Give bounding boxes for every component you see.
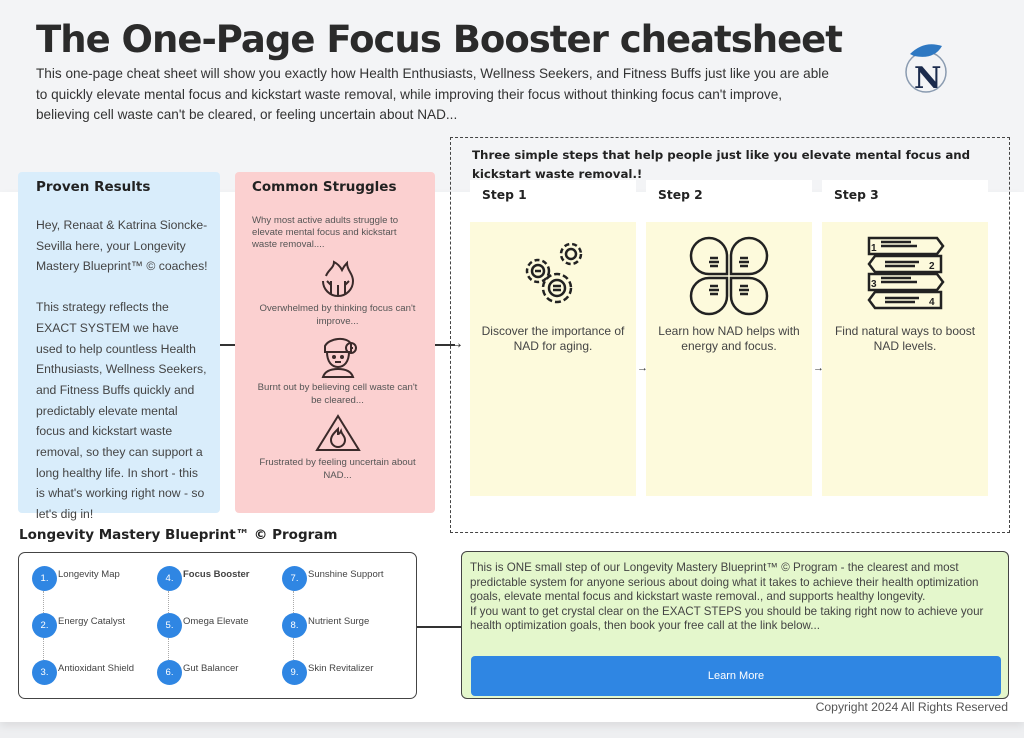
proven-results-card: Proven Results Hey, Renaat & Katrina Sio… xyxy=(18,172,220,521)
proven-results-title: Proven Results xyxy=(36,179,151,195)
cta-text-2: If you want to get crystal clear on the … xyxy=(470,604,984,633)
four-leaf-icon xyxy=(689,236,769,316)
program-item-current[interactable]: 4.Focus Booster xyxy=(157,566,250,591)
step-description: Learn how NAD helps with energy and focu… xyxy=(658,324,800,353)
program-item[interactable]: 9.Skin Revitalizer xyxy=(282,660,373,685)
intro-text: This one-page cheat sheet will show you … xyxy=(36,66,829,122)
burning-forest-icon xyxy=(321,260,354,297)
connector-line xyxy=(435,344,455,346)
header-background xyxy=(0,0,1024,192)
item-number: 7. xyxy=(282,566,307,591)
step-label: Step 2 xyxy=(658,188,703,202)
program-item[interactable]: 5.Omega Elevate xyxy=(157,613,248,638)
item-label: Nutrient Surge xyxy=(308,616,370,627)
svg-text:1: 1 xyxy=(871,243,877,254)
proven-results-intro: Hey, Renaat & Katrina Sioncke-Sevilla he… xyxy=(36,218,208,274)
svg-text:4: 4 xyxy=(929,297,935,308)
struggles-lead: Why most active adults struggle to eleva… xyxy=(252,215,399,250)
gears-icon xyxy=(525,242,583,304)
step-label: Step 3 xyxy=(834,188,879,202)
item-number: 8. xyxy=(282,613,307,638)
item-label: Sunshine Support xyxy=(308,569,384,580)
cta-text: This is ONE small step of our Longevity … xyxy=(470,561,979,603)
item-label: Gut Balancer xyxy=(183,663,239,674)
logo-icon: N xyxy=(898,38,958,98)
step-card-1: Step 1 Discover the importance of NAD fo… xyxy=(470,180,636,496)
svg-text:2: 2 xyxy=(929,261,935,272)
program-list: 1.Longevity Map 2.Energy Catalyst 3.Anti… xyxy=(18,552,417,699)
struggle-item: Burnt out by believing cell waste can't … xyxy=(252,334,423,407)
arrow-right-icon: → xyxy=(448,335,464,352)
common-struggles-title: Common Struggles xyxy=(252,179,397,195)
steps-title: Three simple steps that help people just… xyxy=(472,148,971,181)
common-struggles-card: Common Struggles Why most active adults … xyxy=(235,172,435,513)
arrow-right-icon: → xyxy=(813,362,824,374)
program-item[interactable]: 6.Gut Balancer xyxy=(157,660,238,685)
steps-container xyxy=(450,137,1010,533)
program-item[interactable]: 1.Longevity Map xyxy=(32,566,120,591)
fire-warning-icon xyxy=(314,414,361,451)
struggle-text: Burnt out by believing cell waste can't … xyxy=(257,382,418,406)
svg-text:3: 3 xyxy=(871,279,877,290)
item-number: 2. xyxy=(32,613,57,638)
item-number: 6. xyxy=(157,660,182,685)
proven-results-body: This strategy reflects the EXACT SYSTEM … xyxy=(36,300,207,522)
program-item[interactable]: 7.Sunshine Support xyxy=(282,566,384,591)
page-title: The One-Page Focus Booster cheatsheet xyxy=(36,18,843,61)
item-number: 9. xyxy=(282,660,307,685)
item-label: Antioxidant Shield xyxy=(58,663,135,674)
step-description: Find natural ways to boost NAD levels. xyxy=(834,324,976,353)
struggle-item: Frustrated by feeling uncertain about NA… xyxy=(252,413,423,482)
struggle-item: Overwhelmed by thinking focus can't impr… xyxy=(252,257,423,328)
program-item[interactable]: 3.Antioxidant Shield xyxy=(32,660,134,685)
step-card-3: Step 3 1 2 3 4 Find natural ways to boost N… xyxy=(822,180,988,496)
item-label: Longevity Map xyxy=(58,569,120,580)
step-label: Step 1 xyxy=(482,188,527,202)
numbered-list-icon: 1 2 3 4 xyxy=(867,236,945,310)
item-label: Omega Elevate xyxy=(183,616,249,627)
item-number: 5. xyxy=(157,613,182,638)
item-number: 3. xyxy=(32,660,57,685)
item-label: Skin Revitalizer xyxy=(308,663,374,674)
arrow-right-icon: → xyxy=(637,362,648,374)
copyright: Copyright 2024 All Rights Reserved xyxy=(815,700,1008,714)
item-label: Focus Booster xyxy=(183,569,250,580)
program-title: Longevity Mastery Blueprint™ © Program xyxy=(19,527,338,543)
struggle-text: Frustrated by feeling uncertain about NA… xyxy=(259,457,416,481)
item-label: Energy Catalyst xyxy=(58,616,126,627)
struggle-text: Overwhelmed by thinking focus can't impr… xyxy=(259,303,416,327)
burnt-out-person-icon xyxy=(321,338,357,378)
item-number: 1. xyxy=(32,566,57,591)
connector-line xyxy=(417,626,461,628)
program-item[interactable]: 2.Energy Catalyst xyxy=(32,613,125,638)
learn-more-button[interactable]: Learn More xyxy=(471,656,1001,696)
item-number: 4. xyxy=(157,566,182,591)
cta-box: This is ONE small step of our Longevity … xyxy=(461,551,1009,699)
step-description: Discover the importance of NAD for aging… xyxy=(481,324,625,353)
svg-text:N: N xyxy=(914,61,941,96)
connector-line xyxy=(220,344,235,346)
step-card-2: Step 2 Learn how NAD helps with energy a… xyxy=(646,180,812,496)
program-item[interactable]: 8.Nutrient Surge xyxy=(282,613,369,638)
